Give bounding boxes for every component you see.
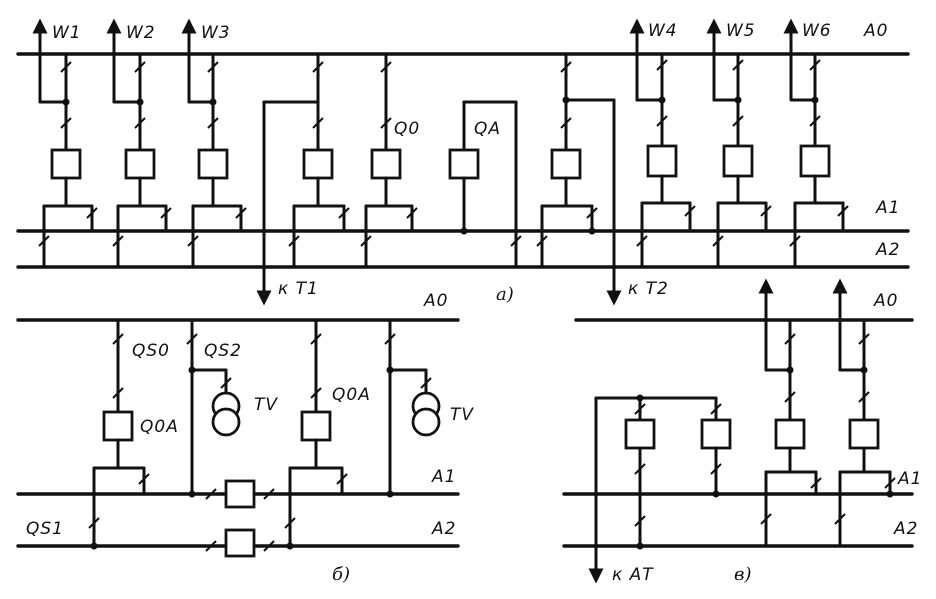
label-a-a2: A2: [875, 240, 900, 260]
label-a-a1: A1: [875, 198, 900, 218]
bay-q0: [364, 52, 414, 269]
label-w1: W1: [52, 23, 82, 43]
label-qa: QA: [474, 119, 501, 139]
label-kat: к АТ: [612, 565, 654, 585]
label-qs0: QS0: [132, 341, 170, 361]
caption-a: а): [496, 284, 514, 305]
bay-w2: [106, 18, 168, 269]
bay-kt1: [256, 52, 346, 306]
label-q0a-left: Q0A: [140, 417, 179, 437]
label-w6: W6: [802, 21, 832, 41]
label-c-a0: A0: [873, 291, 898, 311]
bay-qa: [448, 100, 518, 269]
scheme-b: A0 A1 A2 QS0 QS2 Q0A Q0A TV TV QS1 б): [16, 291, 474, 585]
label-b-a0: A0: [423, 291, 448, 311]
bay-w1: [32, 18, 94, 269]
label-qs1: QS1: [26, 519, 64, 539]
bay-kt2: [540, 52, 622, 306]
label-q0: Q0: [394, 119, 420, 139]
scheme-a: W1 W2 W3 W4 W5 W6 A0 A1 A2 Q0 QA к Т1 к …: [16, 18, 910, 306]
scheme-c: A0 A1 A2 к АТ в): [562, 278, 922, 585]
label-tv-left: TV: [254, 395, 278, 415]
label-q0a-right: Q0A: [332, 385, 371, 405]
bay-w6: [783, 18, 845, 269]
label-c-a2: A2: [893, 519, 918, 539]
label-kt1: к Т1: [278, 279, 319, 299]
label-a-a0: A0: [863, 21, 888, 41]
label-w4: W4: [648, 21, 678, 41]
ticks-a: [38, 59, 849, 247]
label-tv-right: TV: [450, 405, 474, 425]
label-w2: W2: [126, 23, 156, 43]
label-kt2: к Т2: [628, 279, 669, 299]
bay-w4: [629, 18, 692, 269]
label-c-a1: A1: [897, 469, 922, 489]
bay-w5: [706, 18, 768, 269]
label-w3: W3: [201, 23, 231, 43]
label-qs2: QS2: [204, 341, 242, 361]
label-w5: W5: [726, 21, 756, 41]
caption-b: б): [332, 564, 350, 585]
label-b-a1: A1: [431, 467, 456, 487]
bay-w3: [181, 18, 243, 269]
label-b-a2: A2: [431, 519, 456, 539]
caption-c: в): [734, 564, 752, 585]
